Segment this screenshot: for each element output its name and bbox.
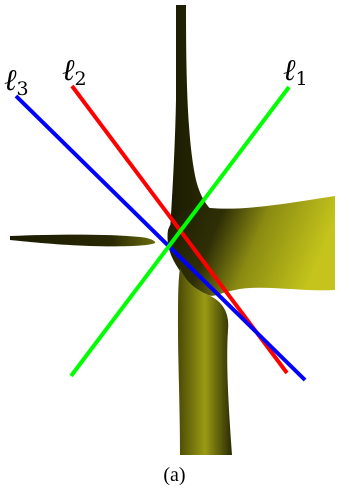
surface-bottom-stem [178, 268, 232, 455]
label-l1: ℓ1 [283, 53, 308, 90]
label-l1-letter: ℓ [283, 53, 296, 88]
label-l2-subscript: 2 [75, 68, 87, 90]
label-l3: ℓ3 [4, 63, 29, 100]
label-l2: ℓ2 [62, 53, 87, 90]
line-l3 [14, 94, 307, 382]
surface-left-spike [10, 234, 156, 247]
label-l3-subscript: 3 [17, 78, 29, 100]
surface-top-spike [170, 5, 225, 232]
label-l2-letter: ℓ [62, 53, 75, 88]
label-l3-letter: ℓ [4, 63, 17, 98]
figure-caption: (a) [163, 464, 186, 486]
label-l1-subscript: 1 [296, 68, 308, 90]
line-l1 [69, 85, 291, 378]
